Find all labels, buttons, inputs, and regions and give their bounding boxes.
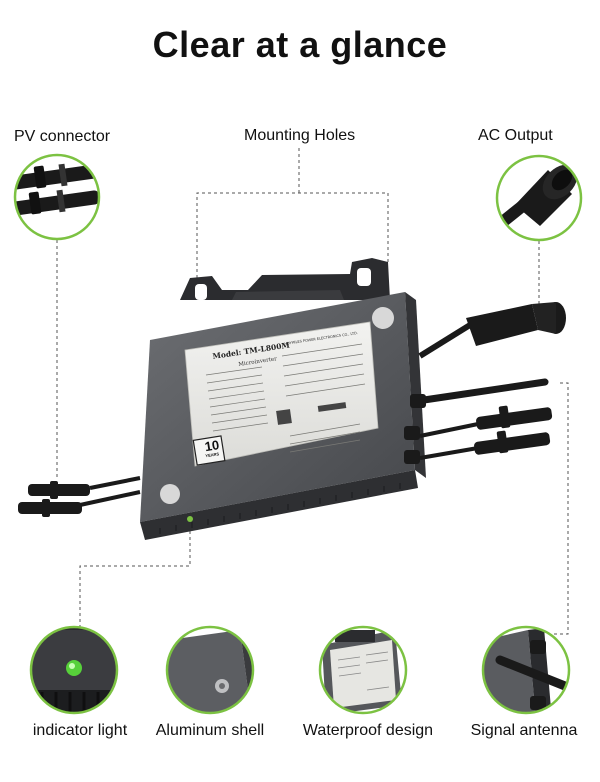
indicator-light-zoom: [29, 625, 119, 715]
spec-label-plate: [184, 321, 379, 467]
pv-connectors-left: [18, 481, 90, 517]
mounting-holes-label: Mounting Holes: [244, 127, 356, 144]
ac-output-cable: [418, 302, 566, 359]
pv-cables-left: [79, 476, 141, 507]
indicator-light-label: indicator light: [32, 722, 128, 739]
waterproof-design-label: Waterproof design: [302, 722, 434, 739]
pv-cables-right: [404, 405, 553, 464]
signal-antenna-label: Signal antenna: [470, 722, 578, 739]
ac-output-zoom: [495, 154, 583, 242]
pv-connector-zoom: [13, 153, 101, 241]
aluminum-shell-label: Aluminum shell: [155, 722, 265, 739]
mounting-bracket: [180, 258, 390, 300]
pv-connector-label: PV connector: [14, 128, 111, 145]
signal-antenna-zoom: [481, 625, 571, 715]
page-title: Clear at a glance: [152, 24, 448, 65]
leader-lines: [56, 148, 569, 635]
ac-output-label: AC Output: [478, 127, 553, 144]
signal-antenna: [410, 378, 549, 408]
waterproof-design-zoom: [318, 625, 408, 715]
aluminum-shell-zoom: [165, 625, 255, 715]
